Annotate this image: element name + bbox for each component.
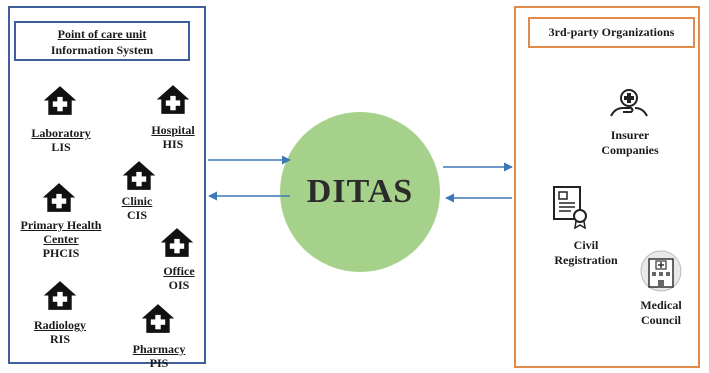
third-party-header: 3rd-party Organizations xyxy=(528,17,695,48)
unit-primary-health-center-name: Primary Health Center xyxy=(20,218,102,246)
unit-hospital: Hospital HIS xyxy=(140,123,206,151)
unit-laboratory-name: Laboratory xyxy=(31,126,91,140)
third-party-title: 3rd-party Organizations xyxy=(548,25,675,39)
unit-laboratory: Laboratory LIS xyxy=(18,126,104,154)
insurance-hands-icon xyxy=(610,89,648,117)
point-of-care-header: Point of care unit Information System xyxy=(14,21,190,61)
point-of-care-subtitle: Information System xyxy=(50,43,154,57)
org-civil-line1: Civil xyxy=(573,238,599,252)
unit-primary-health-center-code: PHCIS xyxy=(42,246,80,260)
third-party-panel xyxy=(514,6,700,368)
unit-radiology-name: Radiology xyxy=(33,318,86,332)
unit-radiology-code: RIS xyxy=(49,332,70,346)
building-icon xyxy=(640,250,682,292)
unit-clinic: Clinic CIS xyxy=(112,194,162,222)
unit-radiology: Radiology RIS xyxy=(20,318,100,346)
unit-pharmacy-code: PIS xyxy=(149,356,169,370)
unit-office-code: OIS xyxy=(168,278,190,292)
point-of-care-panel xyxy=(8,6,206,364)
unit-office-name: Office xyxy=(163,264,195,278)
org-insurer: Insurer Companies xyxy=(590,128,670,158)
unit-hospital-code: HIS xyxy=(162,137,184,151)
unit-laboratory-code: LIS xyxy=(51,140,71,154)
unit-clinic-name: Clinic xyxy=(121,194,153,208)
certificate-icon xyxy=(553,186,587,229)
org-insurer-line1: Insurer xyxy=(610,128,650,142)
org-council-line2: Council xyxy=(640,313,681,327)
org-insurer-line2: Companies xyxy=(601,143,659,157)
unit-primary-health-center: Primary Health Center PHCIS xyxy=(14,218,108,260)
point-of-care-title: Point of care unit xyxy=(57,27,147,41)
org-civil-registration: Civil Registration xyxy=(546,238,626,268)
unit-pharmacy: Pharmacy PIS xyxy=(124,342,194,370)
unit-pharmacy-name: Pharmacy xyxy=(132,342,186,356)
unit-clinic-code: CIS xyxy=(126,208,147,222)
ditas-circle: DITAS xyxy=(280,112,440,272)
org-medical-council: Medical Council xyxy=(622,298,700,328)
org-civil-line2: Registration xyxy=(554,253,618,267)
ditas-label: DITAS xyxy=(306,173,414,210)
unit-office: Office OIS xyxy=(152,264,206,292)
org-council-line1: Medical xyxy=(640,298,682,312)
unit-hospital-name: Hospital xyxy=(151,123,195,137)
